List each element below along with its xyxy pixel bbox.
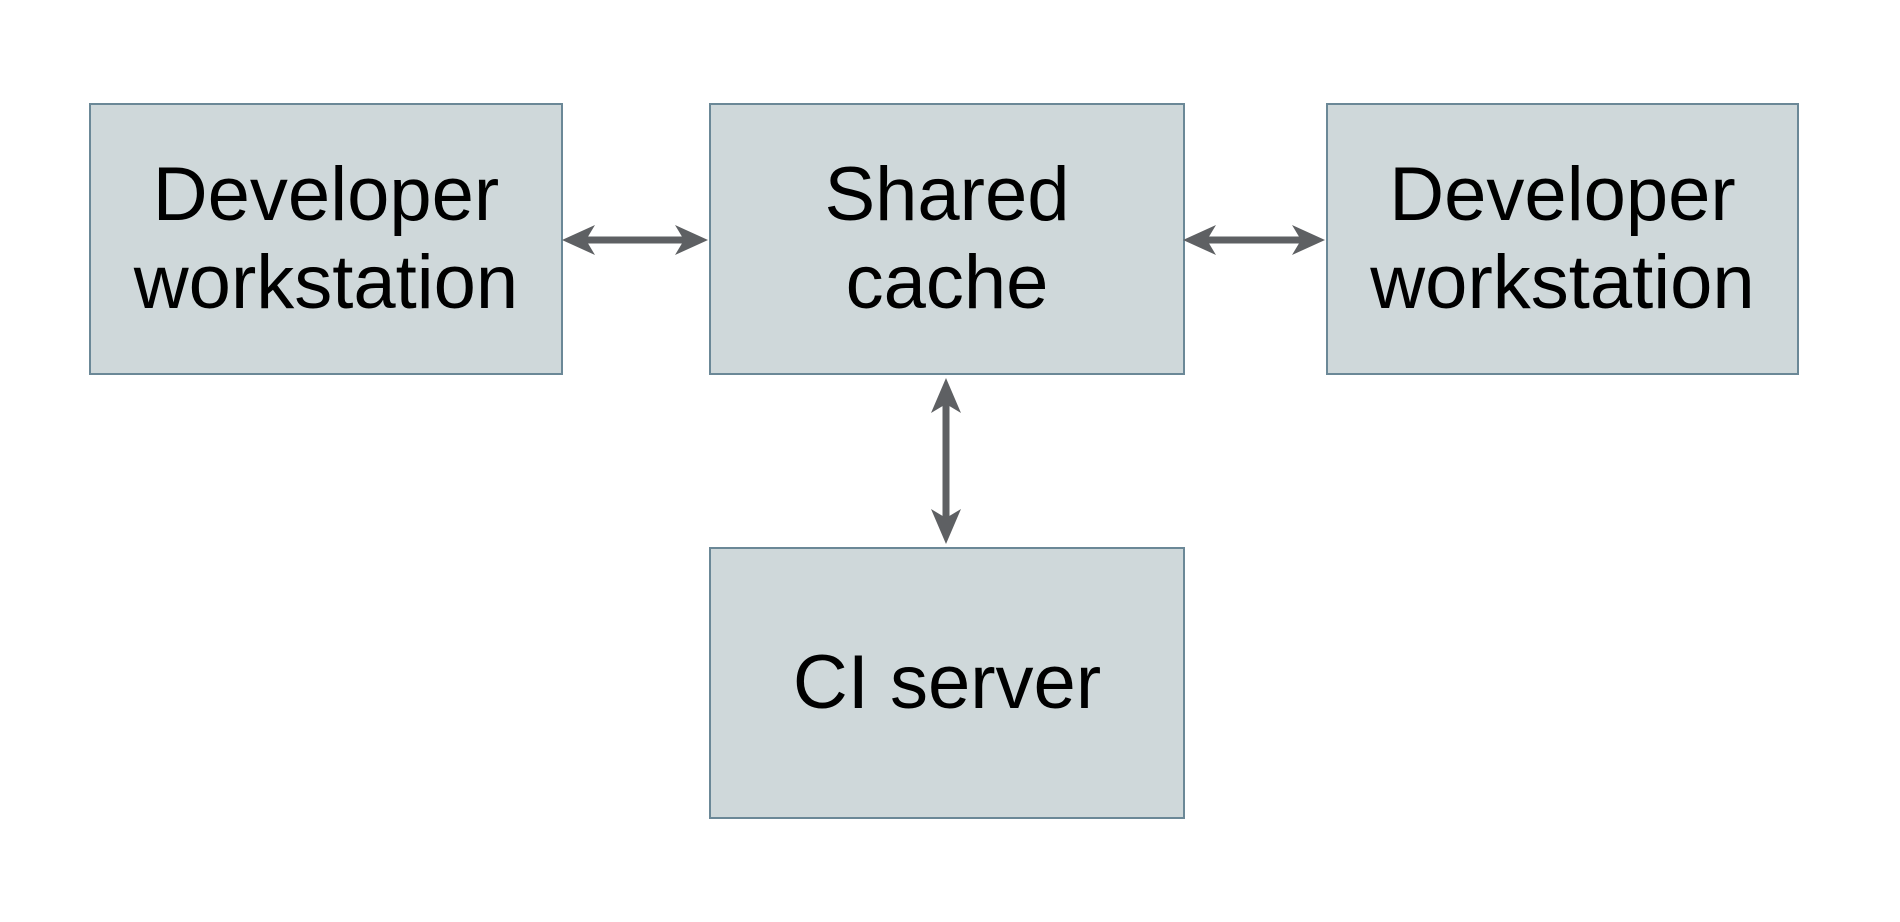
node-ci-server: CI server bbox=[709, 547, 1185, 819]
node-label-shared-cache: Shared cache bbox=[824, 151, 1070, 325]
node-developer-workstation-left: Developer workstation bbox=[89, 103, 563, 375]
arrow-devleft-cache-icon bbox=[561, 221, 709, 259]
arrow-cache-ciserver-icon bbox=[927, 377, 965, 545]
node-developer-workstation-right: Developer workstation bbox=[1326, 103, 1799, 375]
node-label-developer-workstation-right: Developer workstation bbox=[1370, 151, 1755, 325]
node-label-developer-workstation-left: Developer workstation bbox=[133, 151, 519, 325]
node-shared-cache: Shared cache bbox=[709, 103, 1185, 375]
arrow-cache-devright-icon bbox=[1182, 221, 1326, 259]
node-label-ci-server: CI server bbox=[792, 639, 1102, 725]
